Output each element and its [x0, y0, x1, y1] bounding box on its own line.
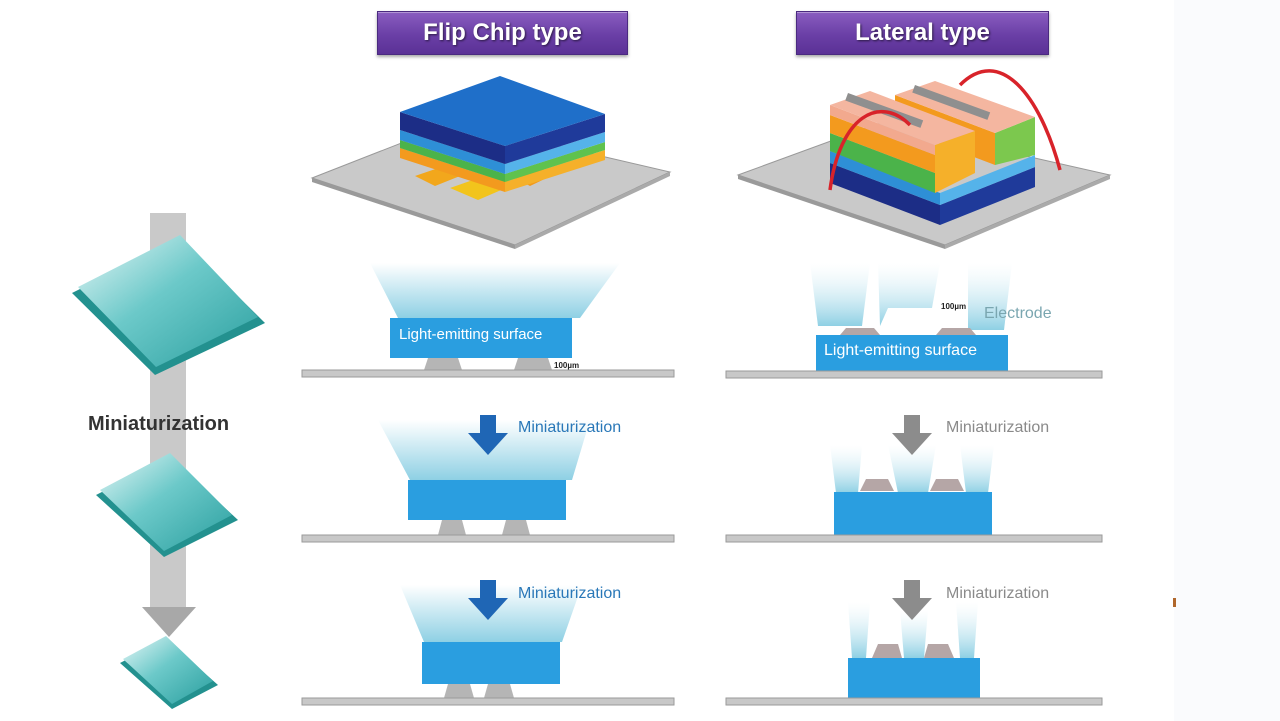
light-beam	[960, 445, 994, 493]
stray-mark	[1173, 598, 1176, 607]
lateral-stage-3	[725, 580, 1103, 706]
electrode	[930, 479, 964, 491]
light-beam	[968, 263, 1012, 330]
flip-chip-stage-1	[301, 263, 675, 378]
substrate	[725, 370, 1103, 379]
light-beam	[810, 263, 870, 326]
package-medium	[100, 453, 232, 551]
bump	[438, 520, 466, 535]
light-emitting-chip	[408, 480, 566, 520]
substrate	[301, 369, 675, 378]
bump	[424, 358, 462, 370]
light-emitting-chip	[422, 642, 560, 684]
miniaturization-label: Miniaturization	[946, 419, 1050, 436]
layer-green	[830, 133, 935, 193]
flip-chip-3d-illustration	[310, 76, 672, 249]
bump	[502, 520, 530, 535]
lateral-stage-2	[725, 415, 1103, 543]
light-beam	[848, 602, 870, 658]
layer-lightblue	[830, 151, 940, 205]
light-beam	[900, 610, 928, 658]
miniaturization-label: Miniaturization	[946, 585, 1050, 602]
layer-orange	[400, 148, 505, 192]
light-emitting-chip	[816, 335, 1008, 371]
package-large	[78, 235, 258, 367]
flip-chip-title: Flip Chip type	[377, 11, 628, 55]
bump	[484, 684, 514, 698]
lateral-title: Lateral type	[796, 11, 1049, 55]
dimension-label: 100µm	[941, 302, 967, 311]
electrode	[924, 644, 954, 658]
layer-navy	[830, 163, 940, 225]
light-beam	[888, 445, 936, 493]
layer-top	[400, 76, 605, 146]
light-emitting-surface-label: Light-emitting surface	[824, 342, 977, 359]
arrow-down-icon	[468, 580, 508, 620]
light-emitting-chip	[834, 492, 992, 535]
flip-chip-stage-2	[301, 415, 675, 543]
bump	[514, 358, 552, 370]
arrow-head	[142, 607, 196, 637]
substrate	[301, 697, 675, 706]
light-beam	[878, 263, 940, 326]
package-miniaturization-graphic	[72, 213, 265, 709]
dimension-label: 100µm	[554, 361, 580, 370]
miniaturization-label: Miniaturization	[518, 585, 622, 602]
arrow-down-icon	[892, 580, 932, 620]
layer-navy	[400, 112, 505, 164]
arrow-down-icon	[892, 415, 932, 455]
package-small	[123, 636, 213, 704]
layer-green	[400, 140, 505, 182]
light-beam	[956, 602, 978, 658]
right-margin-band	[1174, 0, 1280, 721]
layer-pink	[830, 105, 935, 155]
bond-wire	[828, 109, 912, 191]
substrate	[301, 534, 675, 543]
electrode-bar	[912, 85, 991, 120]
miniaturization-label: Miniaturization	[518, 419, 622, 436]
layer-lightblue	[400, 130, 505, 174]
light-emitting-surface-label: Light-emitting surface	[399, 326, 543, 343]
lateral-3d-illustration	[736, 69, 1112, 249]
substrate	[725, 697, 1103, 706]
arrow-down-icon	[468, 415, 508, 455]
side-miniaturization-label: Miniaturization	[88, 413, 230, 435]
substrate	[725, 534, 1103, 543]
bond-wire	[958, 69, 1062, 171]
light-emitting-chip	[848, 658, 980, 698]
electrode	[840, 328, 880, 335]
electrode-label: Electrode	[984, 305, 1052, 322]
substrate-edge	[312, 178, 515, 249]
bump	[444, 684, 474, 698]
flip-chip-stage-3	[301, 580, 675, 706]
electrode	[860, 479, 894, 491]
light-emitting-chip	[390, 318, 572, 358]
lateral-stage-1	[725, 263, 1103, 379]
electrode	[936, 328, 976, 335]
light-beam	[830, 445, 862, 493]
layer-orange	[830, 115, 935, 173]
electrode	[872, 644, 902, 658]
light-beam	[370, 263, 620, 318]
